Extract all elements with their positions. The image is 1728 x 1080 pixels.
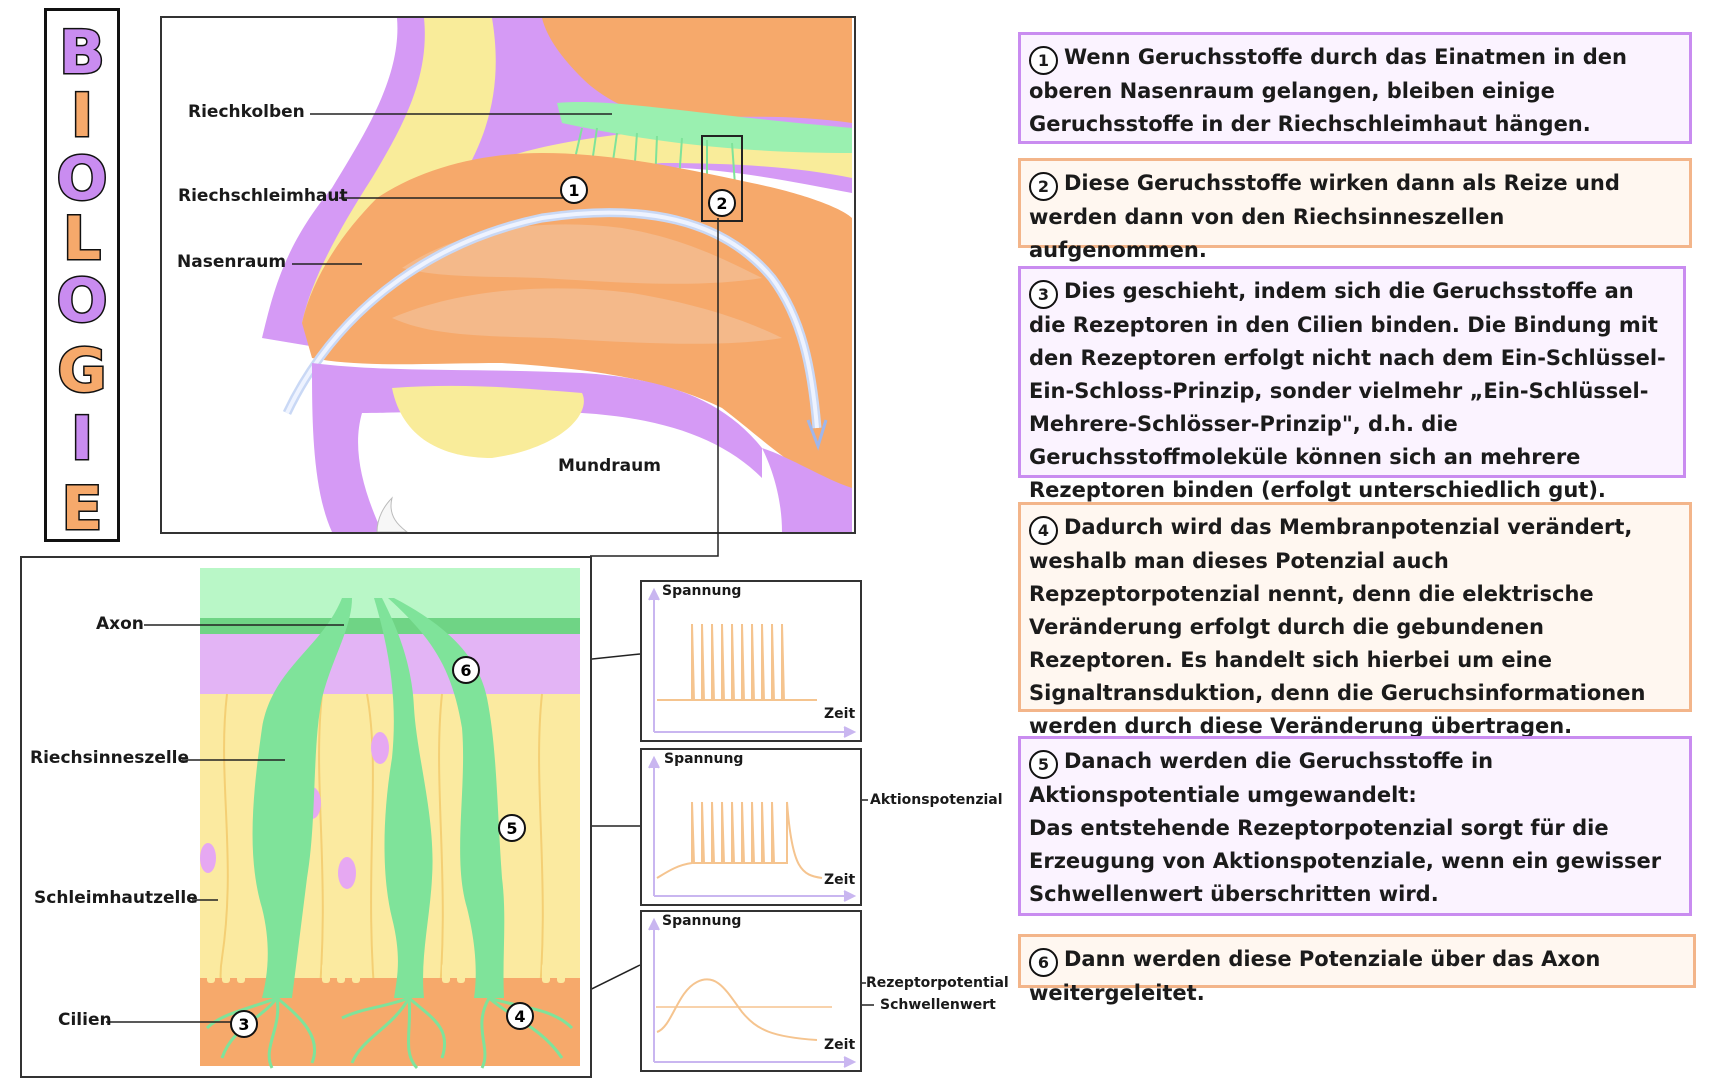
graph-top-xlabel: Zeit bbox=[824, 706, 856, 722]
step-1-text: Wenn Geruchsstoffe durch das Einatmen in… bbox=[1029, 45, 1627, 136]
label-rezeptorpotential: Rezeptorpotential bbox=[866, 975, 1009, 991]
letter-g: G bbox=[57, 336, 106, 406]
label-mundraum: Mundraum bbox=[558, 456, 661, 476]
letter-l: L bbox=[63, 204, 101, 274]
marker-1: 1 bbox=[568, 181, 579, 200]
marker-4: 4 bbox=[514, 1007, 525, 1026]
label-riechschleimhaut: Riechschleimhaut bbox=[178, 186, 348, 206]
graph-top: Spannung Zeit bbox=[640, 580, 862, 742]
biologie-title: B I O L O G I E bbox=[55, 17, 109, 546]
label-riechsinneszelle: Riechsinneszelle bbox=[30, 748, 190, 768]
graph-bottom-ylabel: Spannung bbox=[662, 913, 742, 929]
step-3-text: Dies geschieht, indem sich die Geruchsst… bbox=[1029, 279, 1666, 502]
step-5-extra: Das entstehende Rezeptorpotenzial sorgt … bbox=[1029, 816, 1662, 906]
label-aktionspotenzial: Aktionspotenzial bbox=[870, 792, 1003, 808]
step-4-number: 4 bbox=[1029, 516, 1058, 545]
graph-bottom: Spannung Zeit bbox=[640, 910, 862, 1072]
biologie-sidebar: B I O L O G I E bbox=[44, 8, 120, 546]
step-2-number: 2 bbox=[1029, 172, 1058, 201]
letter-e: E bbox=[62, 474, 103, 539]
label-schleimhautzelle: Schleimhautzelle bbox=[34, 888, 198, 908]
label-riechkolben: Riechkolben bbox=[188, 102, 305, 122]
graph-middle-ylabel: Spannung bbox=[664, 751, 744, 767]
label-nasenraum: Nasenraum bbox=[177, 252, 287, 272]
label-axon: Axon bbox=[96, 614, 144, 634]
cell-illustration: 3 4 5 6 bbox=[106, 568, 580, 1070]
marker-5: 5 bbox=[506, 819, 517, 838]
step-1-number: 1 bbox=[1029, 46, 1058, 75]
graph-top-ylabel: Spannung bbox=[662, 583, 742, 599]
step-6-text: Dann werden diese Potenziale über das Ax… bbox=[1029, 947, 1601, 1005]
marker-2: 2 bbox=[716, 194, 727, 213]
letter-b: B bbox=[59, 18, 105, 88]
marker-6: 6 bbox=[460, 661, 471, 680]
step-5-text: Danach werden die Geruchsstoffe in Aktio… bbox=[1029, 749, 1494, 807]
letter-i1: I bbox=[71, 81, 93, 151]
graph-middle: Spannung Zeit bbox=[640, 748, 862, 906]
cell-diagram-frame: 3 4 5 6 Axon Riechsinneszelle Schleimhau… bbox=[20, 556, 592, 1078]
step-5-number: 5 bbox=[1029, 750, 1058, 779]
step-2-text: Diese Geruchsstoffe wirken dann als Reiz… bbox=[1029, 171, 1620, 262]
nose-diagram-frame: 1 2 Riechkolben Riechschleimhaut Nasenra… bbox=[160, 16, 856, 534]
graph-middle-xlabel: Zeit bbox=[824, 872, 856, 888]
label-cilien: Cilien bbox=[58, 1010, 112, 1030]
marker-3: 3 bbox=[238, 1015, 249, 1034]
letter-o2: O bbox=[56, 266, 107, 336]
letter-o1: O bbox=[56, 144, 107, 214]
nose-illustration: 1 2 bbox=[162, 18, 852, 532]
detail-box bbox=[701, 135, 743, 222]
step-6-number: 6 bbox=[1029, 948, 1058, 977]
step-3-number: 3 bbox=[1029, 280, 1058, 309]
letter-i2: I bbox=[71, 404, 93, 474]
graph-bottom-xlabel: Zeit bbox=[824, 1037, 856, 1053]
label-schwellenwert: Schwellenwert bbox=[880, 997, 996, 1013]
step-4-text: Dadurch wird das Membranpotenzial veränd… bbox=[1029, 515, 1646, 738]
